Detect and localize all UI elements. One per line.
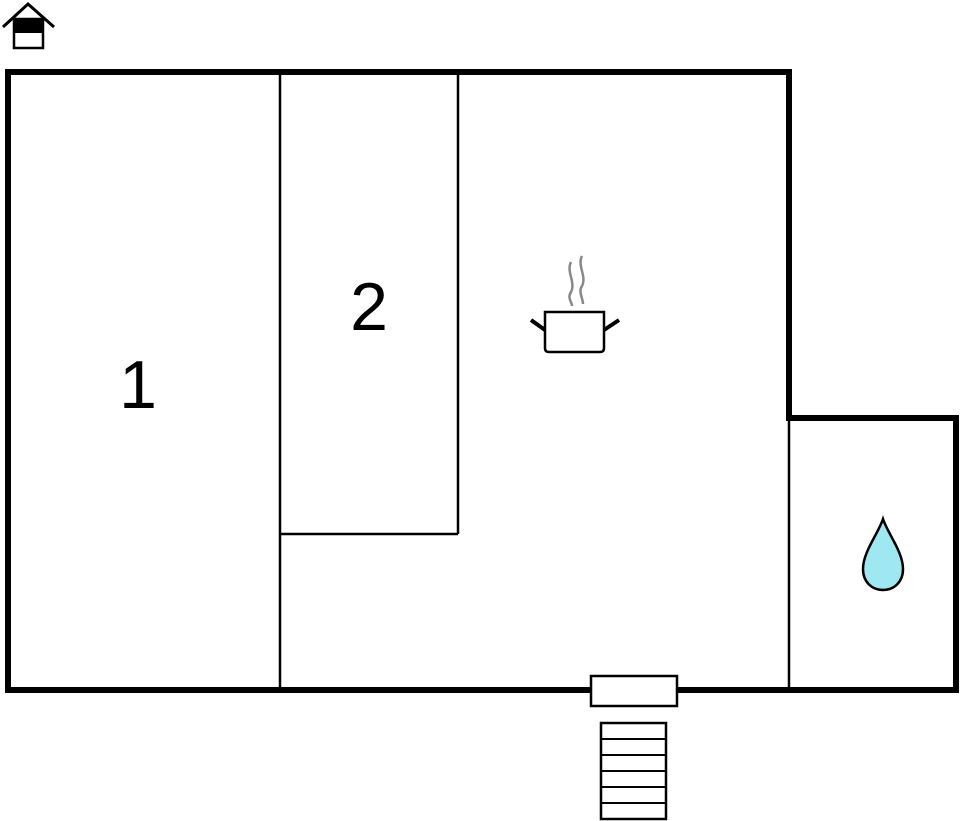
room-2-label: 2 [350, 269, 388, 345]
water-drop-icon [861, 515, 905, 592]
outer-walls [5, 69, 959, 693]
cooking-pot-icon [529, 255, 621, 354]
door-threshold-icon [589, 674, 679, 708]
house-floor-icon [1, 1, 55, 50]
room-1-label: 1 [119, 347, 157, 423]
stairs-icon [599, 721, 668, 821]
